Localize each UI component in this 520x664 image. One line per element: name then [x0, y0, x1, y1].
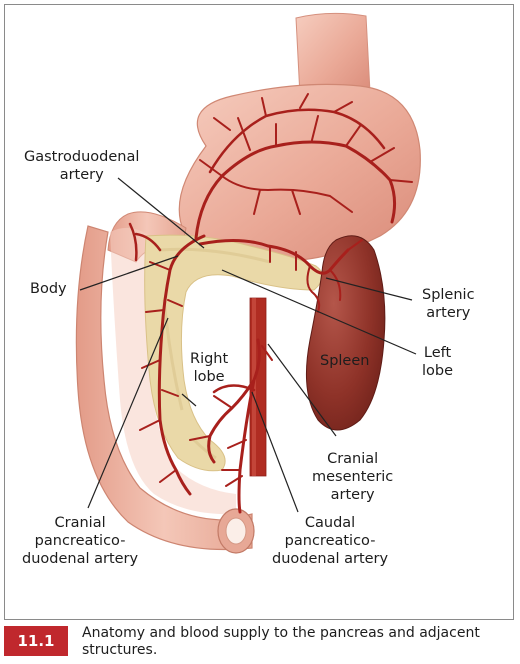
leader-cranial-pancreatico	[87, 317, 169, 509]
label-line: artery	[330, 487, 375, 503]
label-line: duodenal artery	[272, 551, 389, 567]
leader-caudal-pancreatico	[251, 391, 299, 513]
label-cranial-pancreaticoduodenal-artery: Cranial pancreatico- duodenal artery	[22, 514, 138, 568]
label-line: Cranial	[54, 515, 106, 531]
label-line: pancreatico-	[284, 533, 376, 549]
figure-caption-row: 11.1 Anatomy and blood supply to the pan…	[4, 624, 514, 662]
label-body: Body	[30, 280, 67, 298]
label-splenic-artery: Splenic artery	[422, 286, 475, 322]
label-line: pancreatico-	[34, 533, 126, 549]
label-line: Body	[30, 281, 67, 297]
label-line: duodenal artery	[22, 551, 139, 567]
label-line: Left	[423, 345, 452, 361]
label-line: Caudal	[304, 515, 356, 531]
arteries	[128, 93, 413, 514]
leader-left-lobe	[221, 269, 417, 355]
label-line: Gastroduodenal	[24, 149, 140, 165]
label-line: Right	[190, 351, 229, 367]
label-line: Spleen	[320, 353, 370, 369]
label-line: artery	[426, 305, 471, 321]
label-line: lobe	[422, 363, 454, 379]
label-gastroduodenal-artery: Gastroduodenal artery	[24, 148, 139, 184]
label-cranial-mesenteric-artery: Cranial mesenteric artery	[312, 450, 393, 504]
label-right-lobe: Right lobe	[190, 350, 228, 386]
label-left-lobe: Left lobe	[422, 344, 453, 380]
leader-right-lobe	[181, 393, 197, 407]
label-line: artery	[59, 167, 104, 183]
leader-body	[79, 255, 179, 291]
figure-number-badge: 11.1	[4, 626, 68, 656]
leader-gastroduodenal	[117, 177, 205, 249]
label-line: Splenic	[422, 287, 475, 303]
leader-cranial-mesenteric	[267, 343, 337, 437]
label-line: mesenteric	[312, 469, 394, 485]
label-line: lobe	[193, 369, 225, 385]
label-spleen: Spleen	[320, 352, 369, 370]
anatomy-illustration	[75, 12, 421, 554]
label-line: Cranial	[327, 451, 379, 467]
leader-lines	[79, 177, 417, 513]
spleen	[305, 235, 386, 431]
leader-splenic	[325, 277, 413, 301]
label-caudal-pancreaticoduodenal-artery: Caudal pancreatico- duodenal artery	[272, 514, 388, 568]
figure-caption: Anatomy and blood supply to the pancreas…	[82, 625, 480, 658]
